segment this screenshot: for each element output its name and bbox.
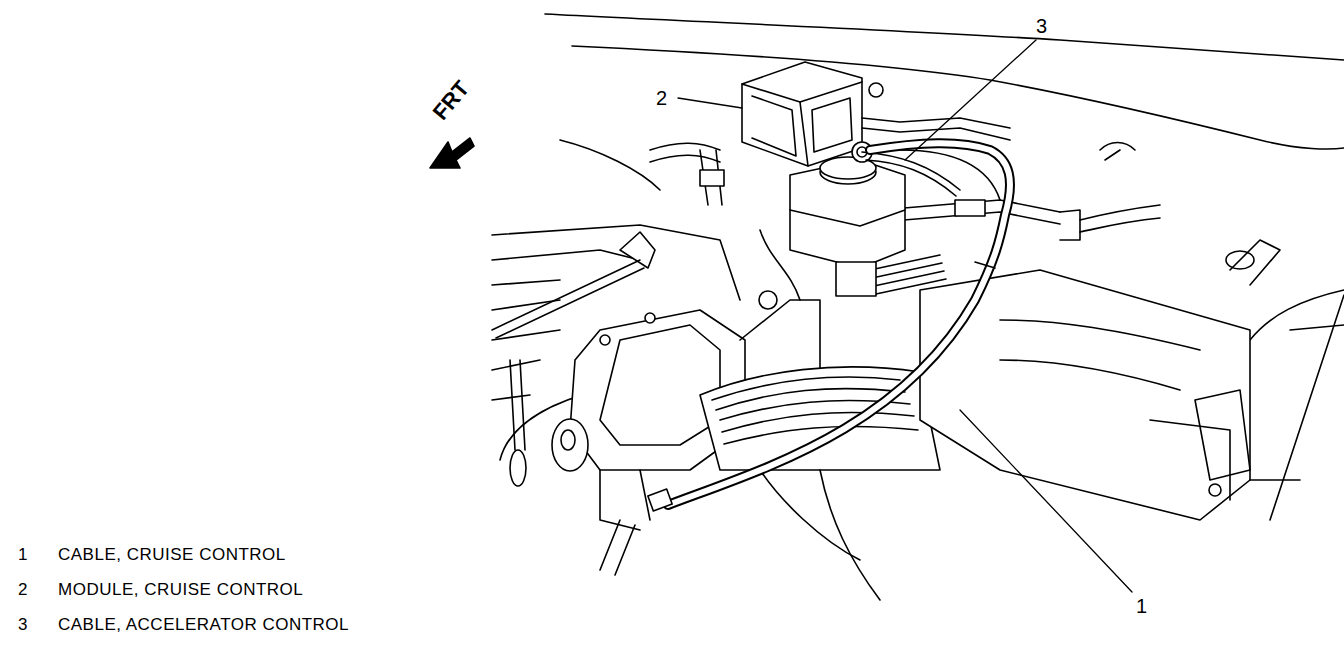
wiring-harness xyxy=(836,150,1000,296)
drawing-line xyxy=(1250,290,1344,340)
reservoir xyxy=(790,157,905,268)
drawing-line xyxy=(1195,390,1250,480)
drawing-line xyxy=(1080,205,1160,220)
drawing-line xyxy=(600,335,610,345)
drawing-line xyxy=(790,210,905,226)
drawing-line xyxy=(975,262,995,268)
drawing-line xyxy=(712,377,900,400)
legend-text: CABLE, CRUISE CONTROL xyxy=(58,546,286,563)
drawing-line xyxy=(561,430,575,450)
drawing-line xyxy=(742,62,862,166)
legend-number: 3 xyxy=(18,616,27,633)
drawing-line xyxy=(1100,143,1135,161)
drawing-line xyxy=(759,291,777,309)
drawing-line xyxy=(862,152,960,196)
callout-number: 1 xyxy=(1134,596,1149,616)
drawing-line xyxy=(955,200,985,216)
drawing-line xyxy=(1150,420,1230,500)
drawing-line xyxy=(600,325,720,445)
drawing-line xyxy=(1250,295,1344,520)
drawing-line xyxy=(545,14,1344,60)
drawing-line xyxy=(600,470,650,530)
drawing-line xyxy=(722,413,914,432)
drawing-line xyxy=(760,470,860,560)
drawing-line xyxy=(600,520,635,575)
drawing-line xyxy=(668,143,1010,505)
drawing-line xyxy=(1080,218,1160,232)
drawing-line xyxy=(1209,484,1221,496)
drawing-line xyxy=(492,225,740,300)
drawing-line xyxy=(700,170,724,186)
drawing-line xyxy=(905,40,1036,160)
drawing-line xyxy=(552,419,588,471)
drawing-line xyxy=(836,262,876,296)
drawing-line xyxy=(870,255,946,294)
legend-number: 2 xyxy=(18,581,27,598)
callout-number: 3 xyxy=(1034,16,1049,36)
drawing-line xyxy=(648,489,672,511)
drawing-line xyxy=(678,98,742,108)
drawing-line xyxy=(510,450,526,486)
drawing-line xyxy=(1226,251,1254,269)
drawing-line xyxy=(510,360,525,450)
drawing-line xyxy=(572,46,1344,149)
front-arrow xyxy=(430,138,474,168)
drawing-line xyxy=(650,143,720,162)
cruise-cable xyxy=(648,143,1010,511)
drawing-line xyxy=(668,143,1010,505)
legend-text: MODULE, CRUISE CONTROL xyxy=(58,581,303,598)
drawing-line xyxy=(869,83,883,97)
drawing-line xyxy=(862,118,1010,140)
drawing-line xyxy=(880,200,1060,224)
legend-text: CABLE, ACCELERATOR CONTROL xyxy=(58,616,349,633)
drawing-line xyxy=(820,470,880,600)
drawing-line xyxy=(812,98,852,152)
drawing-line xyxy=(1000,360,1180,390)
drawing-line xyxy=(1230,240,1280,285)
legend-number: 1 xyxy=(18,546,27,563)
drawing-line xyxy=(620,232,655,268)
drawing-line xyxy=(1000,320,1200,350)
drawing-line xyxy=(1290,325,1344,330)
callout-number: 2 xyxy=(654,88,669,108)
drawing-line xyxy=(960,410,1132,592)
front-indicator: FRT xyxy=(429,77,473,124)
drawing-line xyxy=(492,280,560,400)
drawing-line xyxy=(760,230,800,300)
drawing-line xyxy=(900,150,1000,200)
drawing-line xyxy=(800,102,808,166)
drawing-line xyxy=(430,138,474,168)
drawing-line xyxy=(645,313,655,323)
drawing-line xyxy=(492,250,640,260)
drawing-line xyxy=(560,140,660,190)
leader-lines xyxy=(678,40,1132,592)
drawing-line xyxy=(1060,210,1080,240)
drawing-line xyxy=(752,96,796,156)
